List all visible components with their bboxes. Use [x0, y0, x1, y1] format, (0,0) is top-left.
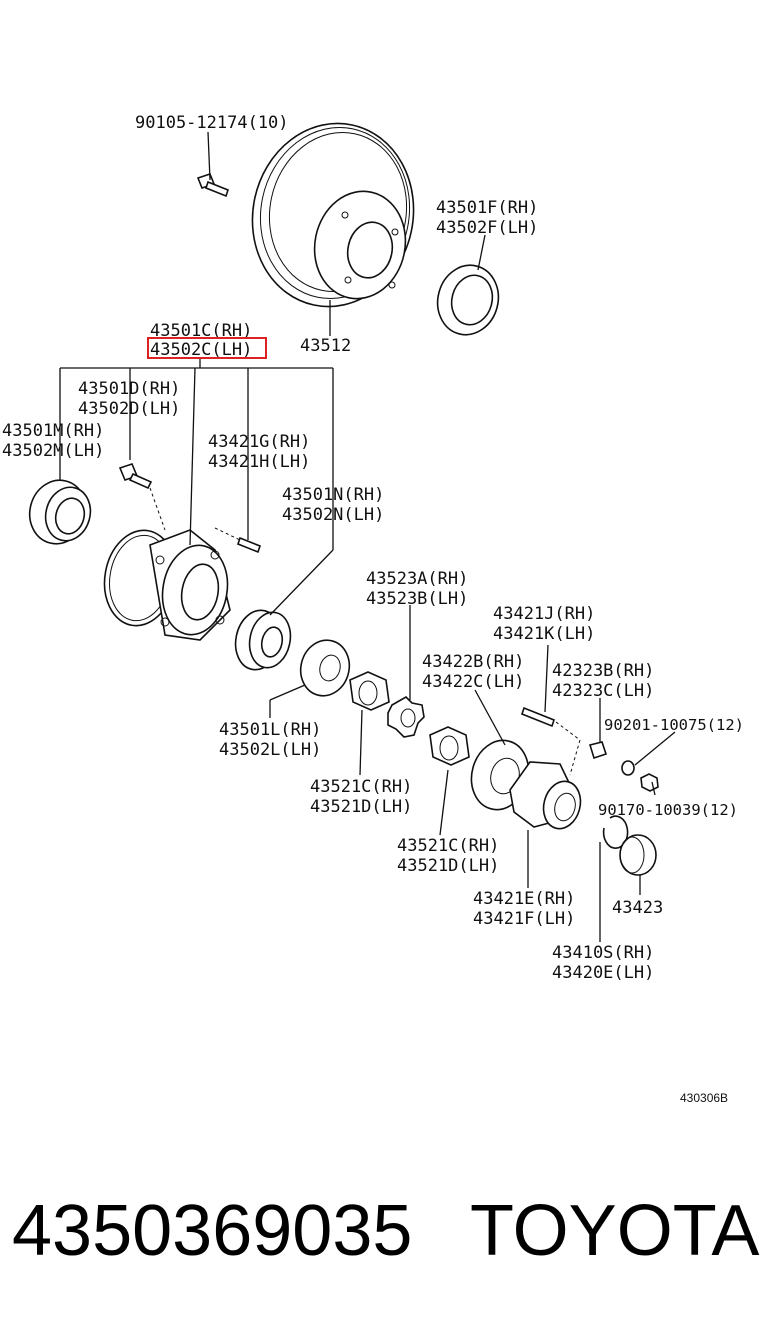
- stud-43421j[interactable]: [521, 706, 581, 776]
- diagram-code: 430306B: [680, 1091, 728, 1105]
- label-stud-j-rh[interactable]: 43421J(RH): [493, 604, 595, 624]
- label-hub-c-lh[interactable]: 43502C(LH): [150, 340, 252, 360]
- cone-washer-42323b[interactable]: [588, 741, 608, 760]
- bearing-43501m[interactable]: [23, 474, 97, 550]
- label-nut1-lh[interactable]: 43521D(LH): [310, 797, 412, 817]
- label-stud-k-lh[interactable]: 43421K(LH): [493, 624, 595, 644]
- label-seal-f-rh[interactable]: 43501F(RH): [436, 198, 538, 218]
- lock-nut-43521c-b[interactable]: [429, 726, 470, 766]
- flange-43421e[interactable]: [509, 761, 586, 833]
- brand-name: TOYOTA: [470, 1191, 759, 1271]
- label-bolt-d-rh[interactable]: 43501D(RH): [78, 379, 180, 399]
- label-washer-b-rh[interactable]: 42323B(RH): [552, 661, 654, 681]
- label-washer-l-lh[interactable]: 43502L(LH): [219, 740, 321, 760]
- brake-rotor[interactable]: [236, 108, 431, 321]
- label-nut-90170[interactable]: 90170-10039(12): [598, 801, 738, 819]
- bearing-43501n[interactable]: [230, 606, 295, 674]
- part-number: 4350369035: [12, 1191, 412, 1271]
- label-cap[interactable]: 43423: [612, 898, 663, 918]
- nut-90170[interactable]: [640, 773, 659, 792]
- label-bolt-d-lh[interactable]: 43502D(LH): [78, 399, 180, 419]
- leader-lines: [59, 131, 676, 942]
- label-nut2-lh[interactable]: 43521D(LH): [397, 856, 499, 876]
- label-gasket-c-lh[interactable]: 43422C(LH): [422, 672, 524, 692]
- label-gasket-b-rh[interactable]: 43422B(RH): [422, 652, 524, 672]
- hub-bolt-43501d[interactable]: [118, 463, 166, 531]
- washer-43501l[interactable]: [295, 635, 356, 702]
- label-brg-m-lh[interactable]: 43502M(LH): [2, 441, 104, 461]
- highlight-box: [147, 337, 267, 359]
- label-bolt-top[interactable]: 90105-12174(10): [135, 113, 289, 133]
- label-flange-f-lh[interactable]: 43421F(LH): [473, 909, 575, 929]
- oil-seal-43501f[interactable]: [430, 258, 506, 341]
- label-nut1-rh[interactable]: 43521C(RH): [310, 777, 412, 797]
- label-stud-g-rh[interactable]: 43421G(RH): [208, 432, 310, 452]
- label-lock-a-rh[interactable]: 43523A(RH): [366, 569, 468, 589]
- label-hub-c-rh[interactable]: 43501C(RH): [150, 321, 252, 341]
- label-flange-e-rh[interactable]: 43421E(RH): [473, 889, 575, 909]
- hub-stud-43421g[interactable]: [214, 527, 261, 554]
- lock-washer-43523a[interactable]: [387, 696, 425, 738]
- label-brg-m-rh[interactable]: 43501M(RH): [2, 421, 104, 441]
- label-washer-c-lh[interactable]: 42323C(LH): [552, 681, 654, 701]
- part-labels: 90105-12174(10) 43512 43501F(RH) 43502F(…: [2, 113, 744, 983]
- lock-nut-43521c-a[interactable]: [349, 671, 390, 711]
- label-brg-n-lh[interactable]: 43502N(LH): [282, 505, 384, 525]
- label-snap-s-rh[interactable]: 43410S(RH): [552, 943, 654, 963]
- washer-90201[interactable]: [621, 760, 635, 776]
- label-nut2-rh[interactable]: 43521C(RH): [397, 836, 499, 856]
- label-bolt-90201[interactable]: 90201-10075(12): [604, 716, 744, 734]
- axle-hub[interactable]: [97, 525, 234, 641]
- label-washer-l-rh[interactable]: 43501L(RH): [219, 720, 321, 740]
- hub-cap-43423[interactable]: [619, 834, 657, 876]
- label-seal-f-lh[interactable]: 43502F(LH): [436, 218, 538, 238]
- label-brg-n-rh[interactable]: 43501N(RH): [282, 485, 384, 505]
- label-rotor[interactable]: 43512: [300, 336, 351, 356]
- label-lock-b-lh[interactable]: 43523B(LH): [366, 589, 468, 609]
- bolt-90105[interactable]: [196, 173, 229, 198]
- label-stud-h-lh[interactable]: 43421H(LH): [208, 452, 310, 472]
- label-snap-e-lh[interactable]: 43420E(LH): [552, 963, 654, 983]
